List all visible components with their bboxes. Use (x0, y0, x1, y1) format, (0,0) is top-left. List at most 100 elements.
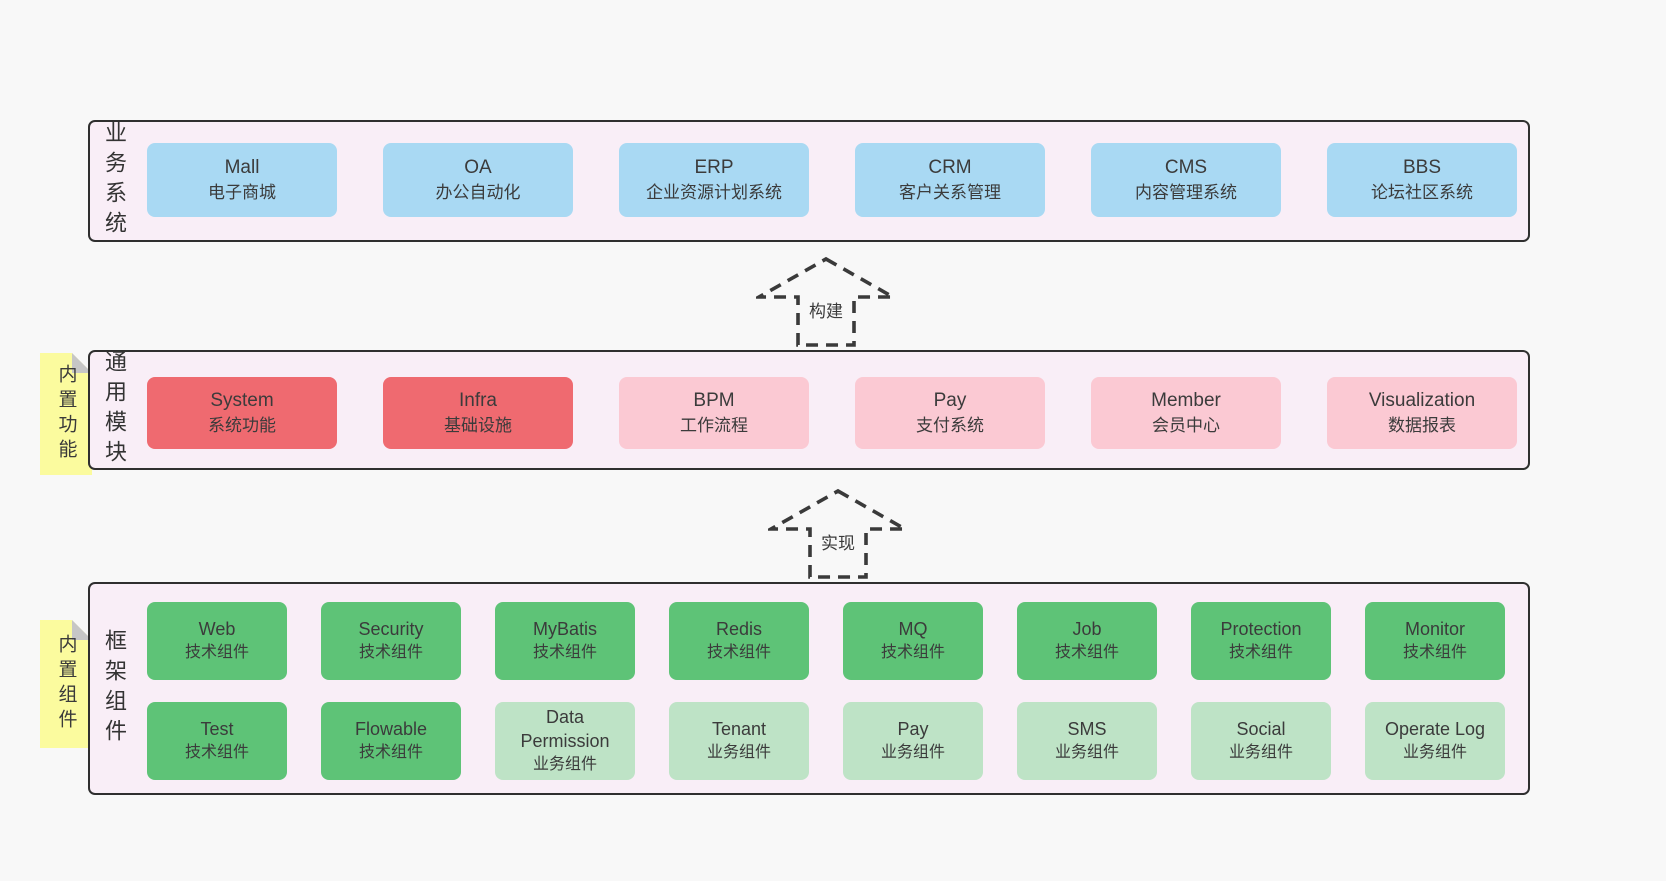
box-subtitle: 技术组件 (880, 644, 945, 662)
box-pay: Pay 业务组件 (843, 702, 983, 780)
business-panel-title: 业务系统 (102, 121, 127, 241)
box-title: Social (1236, 718, 1286, 739)
box-title: Visualization (1368, 389, 1476, 411)
box-subtitle: 论坛社区系统 (1371, 183, 1473, 203)
components-panel-title: 框架组件 (102, 628, 127, 749)
box-bbs: BBS 论坛社区系统 (1327, 143, 1517, 217)
box-title: System (210, 389, 274, 411)
box-mq: MQ 技术组件 (843, 602, 983, 680)
box-subtitle: 会员中心 (1152, 416, 1220, 436)
box-title: BBS (1402, 156, 1442, 178)
box-subtitle: 技术组件 (358, 644, 423, 662)
business-systems-panel: 业务系统 Mall 电子商城 OA 办公自动化 ERP 企业资源计划系统 CRM 客户关系管理… (88, 120, 1530, 242)
box-erp: ERP 企业资源计划系统 (619, 143, 809, 217)
box-title: Operate Log (1384, 718, 1486, 739)
box-visualization: Visualization 数据报表 (1327, 377, 1517, 449)
box-data-permission: Data Permission 业务组件 (495, 702, 635, 780)
sticky-note-label: 内置组件 (55, 634, 77, 734)
box-subtitle: 技术组件 (358, 744, 423, 762)
box-subtitle: 客户关系管理 (899, 183, 1001, 203)
box-title: Member (1151, 389, 1221, 411)
box-tenant: Tenant 业务组件 (669, 702, 809, 780)
box-title: Flowable (354, 718, 428, 739)
box-subtitle: 工作流程 (680, 416, 748, 436)
box-title: Web (198, 618, 236, 639)
box-title: ERP (694, 156, 734, 178)
box-subtitle: 技术组件 (1054, 644, 1119, 662)
box-title: SMS (1067, 718, 1107, 739)
box-title: MyBatis (532, 618, 597, 639)
box-subtitle: 企业资源计划系统 (646, 183, 782, 203)
box-title: CRM (928, 156, 972, 178)
modules-panel-title: 通用模块 (102, 350, 127, 470)
box-title: CMS (1164, 156, 1208, 178)
box-title: Data Permission (520, 707, 610, 751)
box-subtitle: 办公自动化 (435, 183, 521, 203)
box-subtitle: 系统功能 (208, 416, 276, 436)
sticky-note-built-in-features: 内置功能 (40, 353, 92, 475)
box-subtitle: 电子商城 (208, 183, 276, 203)
box-cms: CMS 内容管理系统 (1091, 143, 1281, 217)
box-subtitle: 内容管理系统 (1135, 183, 1237, 203)
box-subtitle: 业务组件 (880, 744, 945, 762)
box-title: OA (464, 156, 492, 178)
box-subtitle: 支付系统 (916, 416, 984, 436)
box-title: Redis (715, 618, 763, 639)
box-title: Mall (224, 156, 260, 178)
box-title: BPM (693, 389, 735, 411)
box-subtitle: 业务组件 (1228, 744, 1293, 762)
box-web: Web 技术组件 (147, 602, 287, 680)
up-arrow-dashed-icon (768, 488, 908, 579)
implement-arrow-label: 实现 (818, 529, 858, 554)
box-subtitle: 基础设施 (444, 416, 512, 436)
box-oa: OA 办公自动化 (383, 143, 573, 217)
sticky-note-body (40, 620, 92, 748)
box-title: Security (358, 618, 424, 639)
box-title: Protection (1220, 618, 1302, 639)
build-arrow: 构建 (756, 256, 896, 348)
box-system: System 系统功能 (147, 377, 337, 449)
box-redis: Redis 技术组件 (669, 602, 809, 680)
box-subtitle: 业务组件 (532, 755, 597, 773)
box-title: Tenant (711, 718, 767, 739)
box-subtitle: 数据报表 (1388, 416, 1456, 436)
box-flowable: Flowable 技术组件 (321, 702, 461, 780)
box-title: Monitor (1404, 618, 1466, 639)
sticky-note-body (40, 353, 92, 475)
box-title: Job (1072, 618, 1102, 639)
box-crm: CRM 客户关系管理 (855, 143, 1045, 217)
box-protection: Protection 技术组件 (1191, 602, 1331, 680)
box-bpm: BPM 工作流程 (619, 377, 809, 449)
up-arrow-dashed-icon (756, 256, 896, 347)
box-subtitle: 业务组件 (1054, 744, 1119, 762)
box-subtitle: 技术组件 (184, 644, 249, 662)
implement-arrow: 实现 (768, 488, 908, 580)
box-title: MQ (898, 618, 928, 639)
box-test: Test 技术组件 (147, 702, 287, 780)
build-arrow-label: 构建 (806, 297, 846, 322)
box-job: Job 技术组件 (1017, 602, 1157, 680)
box-member: Member 会员中心 (1091, 377, 1281, 449)
box-mall: Mall 电子商城 (147, 143, 337, 217)
box-monitor: Monitor 技术组件 (1365, 602, 1505, 680)
box-subtitle: 技术组件 (1228, 644, 1293, 662)
box-title: Test (200, 718, 234, 739)
box-pay: Pay 支付系统 (855, 377, 1045, 449)
box-subtitle: 技术组件 (184, 744, 249, 762)
box-subtitle: 业务组件 (1402, 744, 1467, 762)
box-subtitle: 技术组件 (706, 644, 771, 662)
box-sms: SMS 业务组件 (1017, 702, 1157, 780)
box-subtitle: 技术组件 (1402, 644, 1467, 662)
box-title: Pay (897, 718, 929, 739)
box-operate-log: Operate Log 业务组件 (1365, 702, 1505, 780)
box-subtitle: 业务组件 (706, 744, 771, 762)
sticky-note-built-in-components: 内置组件 (40, 620, 92, 748)
box-title: Pay (933, 389, 967, 411)
